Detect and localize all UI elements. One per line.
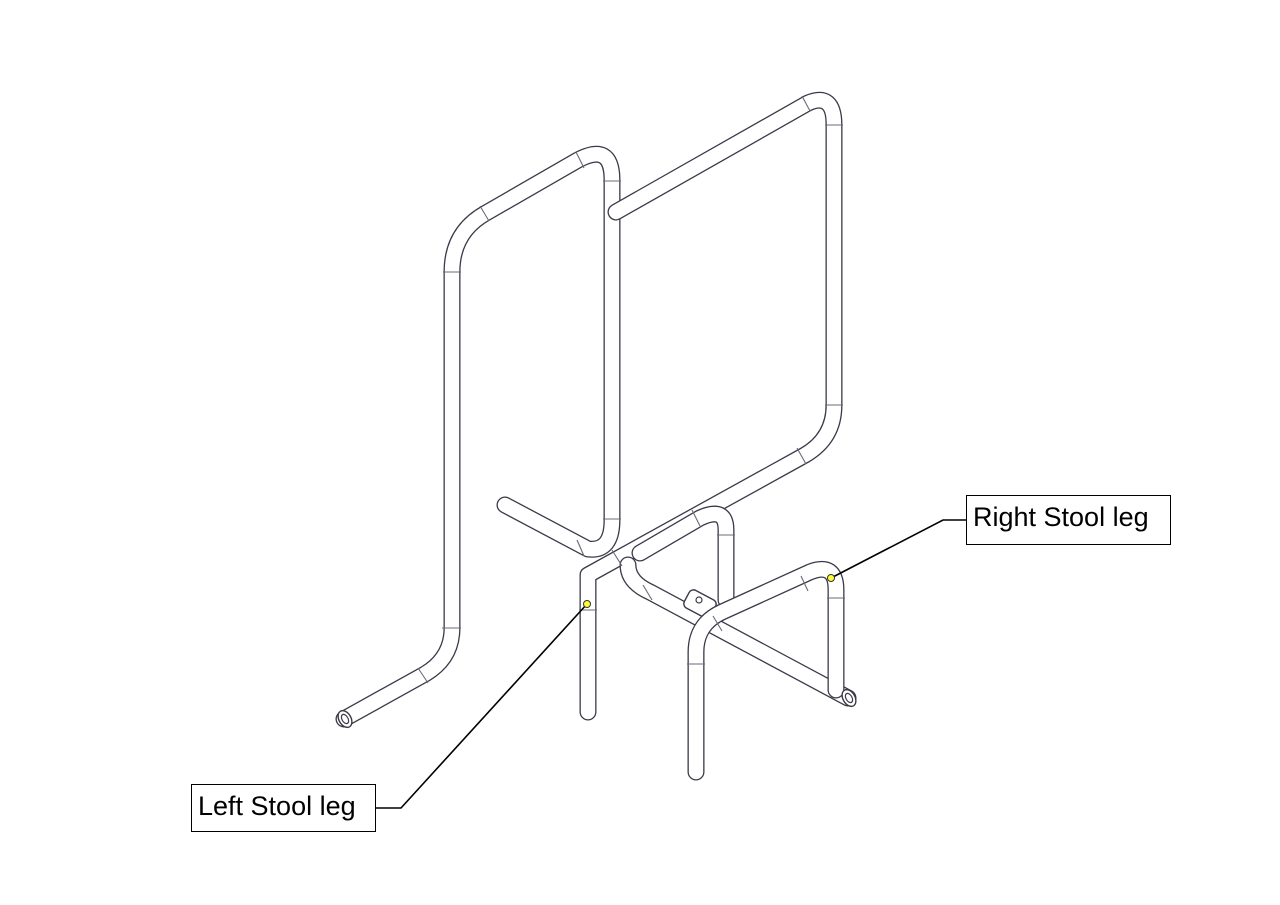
- right-frame-tube: [579, 91, 843, 721]
- right-anchor-dot: [827, 574, 835, 582]
- left-stool-leg-text: Left Stool leg: [198, 791, 356, 821]
- cross-bar-tube: [619, 556, 857, 707]
- center-tee-tube: [631, 505, 735, 609]
- right-stool-leg-label: Right Stool leg: [966, 495, 1171, 545]
- right-leader-line: [830, 519, 966, 579]
- tube-seams: [417, 95, 845, 684]
- left-leader-line: [376, 603, 588, 809]
- right-stool-leg-text: Right Stool leg: [973, 502, 1149, 532]
- left-stool-leg-label: Left Stool leg: [191, 784, 376, 832]
- left-frame-tube: [335, 145, 621, 728]
- right-stool-leg-tube: [687, 560, 845, 781]
- left-anchor-dot: [583, 600, 591, 608]
- tube-end-caps: [337, 688, 857, 729]
